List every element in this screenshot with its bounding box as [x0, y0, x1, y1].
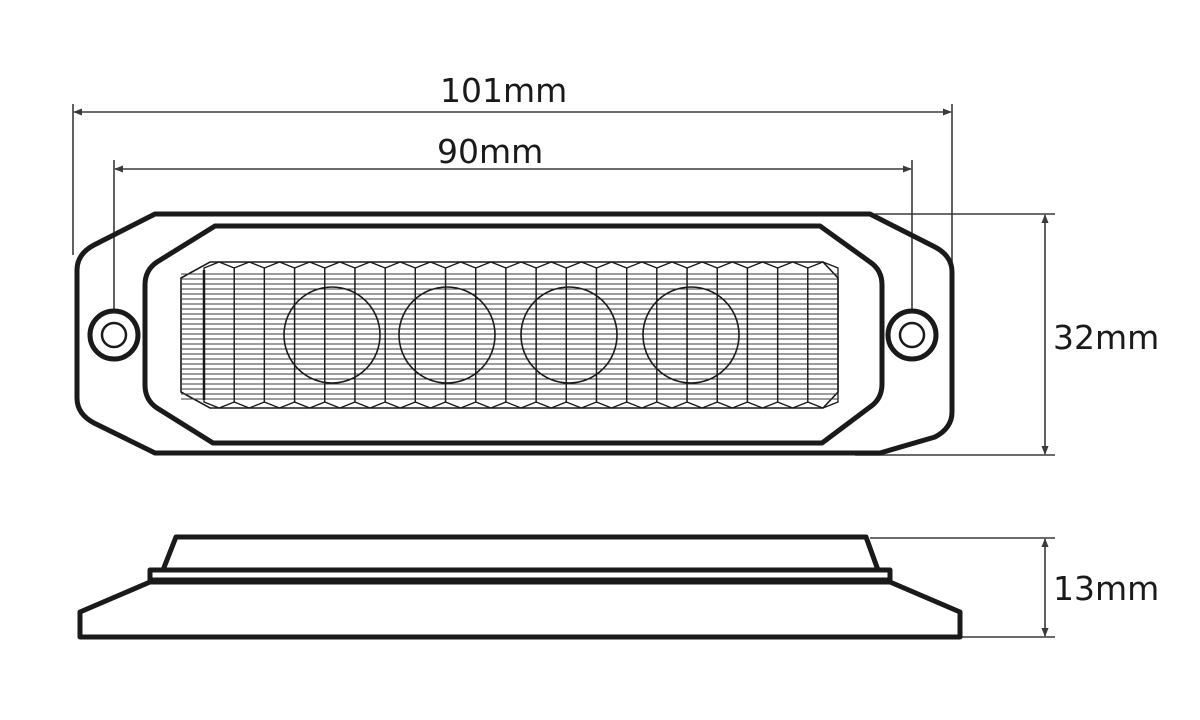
top-view: [74, 211, 955, 456]
lens: [180, 261, 839, 409]
side-lens-dome: [160, 534, 881, 571]
dim-label-height: 32mm: [1053, 318, 1160, 357]
led-module: [283, 286, 381, 384]
led-modules: [283, 286, 740, 384]
dim-label-overall-width: 101mm: [440, 71, 568, 110]
dimension-lines: [72, 104, 1055, 638]
lens-ribs: [203, 261, 839, 409]
dim-label-depth: 13mm: [1053, 569, 1160, 608]
dim-label-hole-spacing: 90mm: [437, 132, 544, 171]
led-module: [398, 286, 496, 384]
inner-housing-outline: [142, 223, 885, 446]
lens-horizontal-lines: [181, 273, 838, 400]
side-base-plate: [77, 579, 963, 640]
left-mounting-hole: [87, 308, 141, 362]
side-view: [77, 534, 963, 640]
led-module: [520, 286, 618, 384]
lens-rib: [807, 261, 839, 409]
led-module: [642, 286, 740, 384]
side-gasket: [147, 567, 893, 583]
right-mounting-hole: [885, 308, 939, 362]
outer-housing-outline: [74, 211, 955, 456]
